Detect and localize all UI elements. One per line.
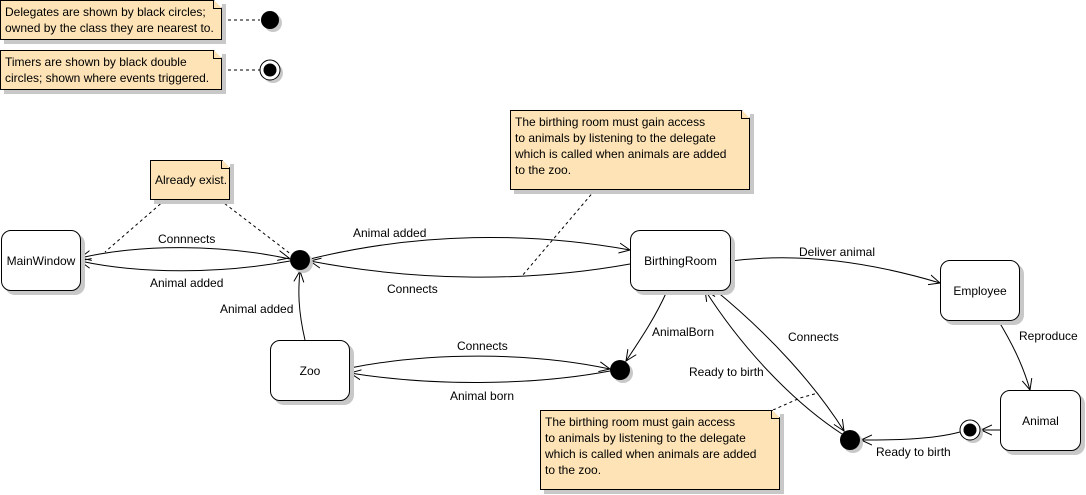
note-connector (219, 199, 293, 256)
transition-connects-birth[interactable] (714, 289, 844, 431)
label-reproduce: Reproduce (1019, 329, 1078, 343)
legend-delegate-icon (261, 11, 279, 29)
legend-delegate-note: Delegates are shown by black circles; ow… (0, 0, 222, 40)
transition-ready-to-birth-br[interactable] (705, 290, 843, 435)
delegate-animal-born[interactable] (610, 360, 630, 380)
label-birthing-animal-added: Animal added (353, 226, 427, 240)
note-connector (521, 189, 596, 277)
label-birthing-connects: Connects (387, 282, 438, 296)
note-connector (772, 392, 819, 411)
label-animal-born: AnimalBorn (652, 325, 715, 339)
state-main-window[interactable]: MainWindow (1, 230, 81, 291)
note-birthing-access-bottom: The birthing room must gain access to an… (540, 410, 780, 490)
transition-zoo-connects[interactable] (349, 355, 610, 369)
transition-zoo-animal-added[interactable] (299, 271, 306, 341)
transition-reproduce[interactable] (997, 319, 1030, 390)
note-already-exist: Already exist. (150, 160, 230, 200)
label-zoo-animal-born: Animal born (450, 389, 515, 403)
transition-mainwindow-connects[interactable] (80, 247, 291, 259)
label-ready-to-birth-br: Ready to birth (689, 365, 764, 379)
state-animal[interactable]: Animal (1000, 390, 1081, 451)
label-ready-to-birth-animal: Ready to birth (876, 445, 951, 459)
state-label: BirthingRoom (644, 253, 717, 268)
label-mainwindow-animal-added: Animal added (150, 276, 224, 290)
transition-mainwindow-animal-added[interactable] (80, 261, 291, 272)
state-label: Animal (1022, 413, 1059, 428)
transition-animal-born[interactable] (626, 290, 668, 361)
label-zoo-animal-added: Animal added (220, 302, 294, 316)
state-label: MainWindow (6, 253, 76, 268)
transition-birthing-animal-added[interactable] (309, 236, 630, 260)
state-zoo[interactable]: Zoo (270, 340, 350, 401)
transition-deliver-animal[interactable] (730, 257, 940, 283)
label-deliver-animal: Deliver animal (799, 245, 876, 259)
note-birthing-access-top: The birthing room must gain access to an… (510, 110, 750, 190)
note-connector (104, 199, 166, 253)
delegate-ready-to-birth[interactable] (840, 430, 860, 450)
legend-timer-note: Timers are shown by black double circles… (0, 50, 222, 90)
label-mainwindow-connects: Connnects (158, 232, 216, 246)
label-connects-birth: Connects (788, 330, 839, 344)
label-zoo-connects: Connects (457, 339, 508, 353)
transition-ready-to-birth-animal[interactable] (861, 431, 961, 440)
state-birthing-room[interactable]: BirthingRoom (630, 230, 731, 291)
transition-zoo-animal-born[interactable] (350, 371, 611, 384)
state-label: Zoo (299, 363, 321, 378)
transition-birthing-connects[interactable] (310, 261, 631, 278)
state-label: Employee (953, 283, 1007, 298)
delegate-mainwindow-zoo[interactable] (290, 250, 310, 270)
state-employee[interactable]: Employee (940, 260, 1020, 321)
